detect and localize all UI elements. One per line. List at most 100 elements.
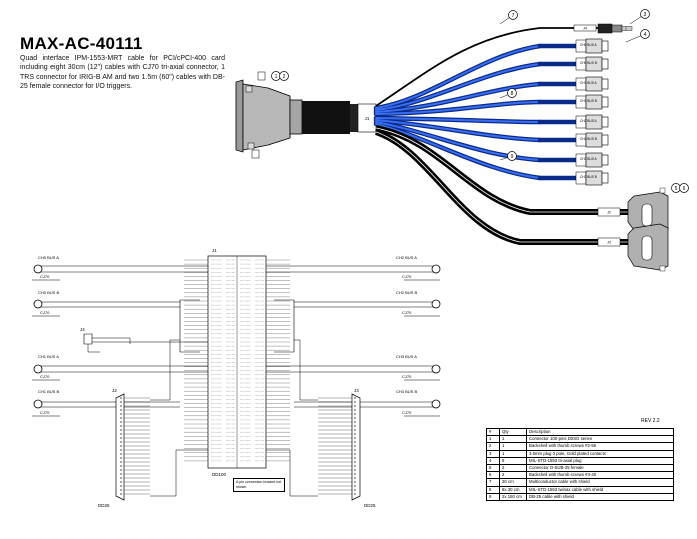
balloon-4-label: 4 [644, 32, 647, 38]
sch-left-ch0-bus-a: CH0 BUS A [38, 255, 59, 260]
j3-type-label: DD25 [364, 503, 376, 508]
cable-tag-ch1-bus-a: CH1 BUS A [580, 81, 598, 85]
cj70-connectors [575, 38, 609, 186]
bom-cell-qty: 2x 150 cm [499, 492, 527, 501]
bom-cell-description: Connector 100-pins D0SG series [526, 435, 674, 444]
j1-type-label: DD100 [212, 472, 227, 477]
sch-left-cj70-3: CJ70 [40, 410, 50, 415]
j2-tag-text: J2 [607, 211, 611, 215]
bom-cell-num: 1 [486, 435, 500, 444]
j2-type-label: DD25 [98, 503, 110, 508]
balloon-9-label: 9 [511, 154, 514, 160]
bom-header-description: Description [526, 427, 674, 437]
cable-tag-ch0-bus-a: CH0 BUS A [580, 43, 598, 47]
bom-cell-description: 3.5mm plug 3 pole, Gold plated contacts [526, 449, 674, 458]
balloon-2-label: 2 [283, 74, 286, 80]
trs-cable [375, 27, 598, 107]
db25-connectors [627, 187, 669, 272]
bom-cell-description: Backshell with thumb screws #4-40 [526, 471, 674, 480]
left-channel-wiring [32, 265, 208, 417]
left-cj70-symbols [33, 264, 43, 409]
j3-db25-symbol [266, 339, 361, 501]
document-description: Quad interface IPM-1553-MRT cable for PC… [20, 55, 225, 90]
sch-right-cj70-2: CJ70 [402, 374, 412, 379]
balloon-2 [279, 71, 289, 81]
bom-cell-num: 5 [486, 463, 500, 473]
sch-right-cj70-1: CJ70 [402, 310, 412, 315]
bom-cell-description: MIL-STD-1553 twinax cable with shield [526, 485, 674, 494]
cable-tag-ch0-bus-b: CH0 BUS B [580, 61, 597, 65]
bom-cell-qty: 30 cm [499, 478, 527, 487]
sch-left-ch1-bus-a: CH1 BUS A [38, 354, 59, 359]
cable-tag-ch3-bus-b: CH3 BUS B [580, 175, 597, 179]
bom-header-row: # Qty Description [486, 427, 674, 437]
bom-cell-qty: 8 [499, 456, 527, 465]
bom-cell-num: 9 [486, 492, 500, 501]
j1-connector [235, 71, 303, 159]
cable-tag-ch2-bus-b: CH2 BUS B [580, 137, 597, 141]
j1-pin-block [207, 255, 267, 469]
balloon-3-label: 3 [644, 12, 647, 18]
bom-cell-num: 6 [486, 471, 500, 480]
bom-cell-num: 2 [486, 442, 500, 451]
cable-tag-ch2-bus-a: CH2 BUS A [580, 119, 598, 123]
j4-trs-symbol [83, 333, 208, 353]
sch-right-cj70-0: CJ70 [402, 274, 412, 279]
sch-right-cj70-3: CJ70 [402, 410, 412, 415]
j2-schematic-label: J2 [112, 388, 117, 393]
sch-right-ch3-bus-b: CH3 BUS B [396, 389, 417, 394]
bom-cell-qty: 1 [499, 442, 527, 451]
bom-cell-description: MIL-STD-1553 tri-axial plug [526, 456, 674, 465]
bom-cell-qty: 1 [499, 449, 527, 458]
j3-tag-text: J3 [607, 241, 611, 245]
main-cable [302, 101, 350, 134]
bom-header-num: # [486, 427, 500, 437]
balloon-5-label: 5 [675, 186, 678, 192]
bom-cell-num: 7 [486, 478, 500, 487]
j1-tag-text: J1 [365, 116, 370, 121]
bom-cell-qty: 1 [499, 435, 527, 444]
bom-header-qty: Qty [499, 427, 527, 437]
j4-schematic-label: J4 [80, 327, 85, 332]
document-title: MAX-AC-40111 [20, 34, 143, 53]
bom-cell-qty: 2 [499, 463, 527, 473]
balloon-6-label: 6 [683, 186, 686, 192]
bom-cell-description: Multiconductor cable with shield [526, 478, 674, 487]
bom-cell-num: 4 [486, 456, 500, 465]
trs-plug [597, 23, 633, 34]
twinax-cables [373, 43, 579, 181]
sch-right-ch2-bus-a: CH2 BUS A [396, 255, 417, 260]
bom-cell-description: DB-25 cable with shield [526, 492, 674, 501]
cable-tag-ch1-bus-b: CH1 BUS B [580, 99, 597, 103]
j1-schematic-label: J1 [212, 248, 217, 253]
schematic-note: A pin connection bracket not shown [233, 478, 285, 492]
bom-cell-num: 8 [486, 485, 500, 494]
sch-right-ch2-bus-b: CH2 BUS B [396, 290, 417, 295]
bom-cell-qty: 8x 30 cm [499, 485, 527, 494]
j3-schematic-label: J3 [354, 388, 359, 393]
sch-left-ch1-bus-b: CH1 BUS B [38, 389, 59, 394]
sch-left-ch0-bus-b: CH0 BUS B [38, 290, 59, 295]
j4-tag-text: J4 [583, 27, 587, 31]
callout-balloons [499, 9, 689, 193]
bom-cell-description: Backshell with thumb screws #2-56 [526, 442, 674, 451]
balloon-1-label: 1 [275, 74, 278, 80]
sch-left-cj70-0: CJ70 [40, 274, 50, 279]
right-channel-wiring [266, 265, 440, 417]
cable-tag-ch3-bus-a: CH3 BUS A [580, 157, 598, 161]
bom-cell-description: Connector D-SUB-25 female [526, 463, 674, 473]
bom-cell-qty: 2 [499, 471, 527, 480]
sch-left-cj70-1: CJ70 [40, 310, 50, 315]
balloon-8-label: 8 [511, 91, 514, 97]
sch-right-ch3-bus-a: CH3 BUS A [396, 354, 417, 359]
